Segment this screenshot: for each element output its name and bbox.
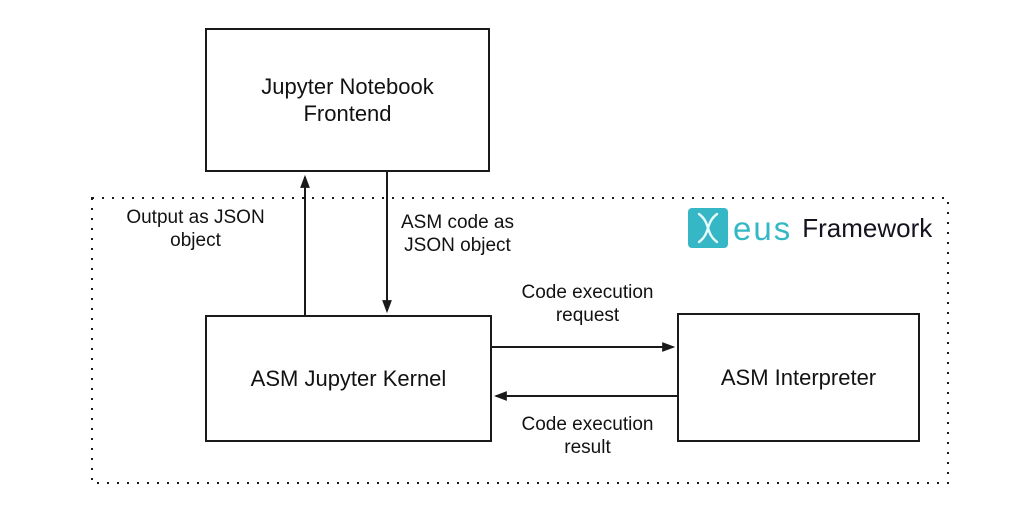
node-jupyter-notebook-frontend: Jupyter Notebook Frontend (205, 28, 490, 172)
edge-label-code-execution-request: Code execution request (521, 282, 654, 327)
xeus-logo-icon (688, 208, 728, 248)
node-asm-interpreter: ASM Interpreter (677, 313, 920, 442)
edge-label-output-json: Output as JSON object (126, 207, 265, 252)
edge-label-code-execution-result: Code execution result (521, 414, 654, 459)
edge-label-asm-code-json: ASM code as JSON object (401, 212, 514, 257)
framework-label: Framework (802, 213, 933, 243)
node-asm-jupyter-kernel: ASM Jupyter Kernel (205, 315, 492, 442)
xeus-logo-text: eus (733, 209, 793, 247)
xeus-framework-brand: eus Framework (688, 205, 932, 251)
